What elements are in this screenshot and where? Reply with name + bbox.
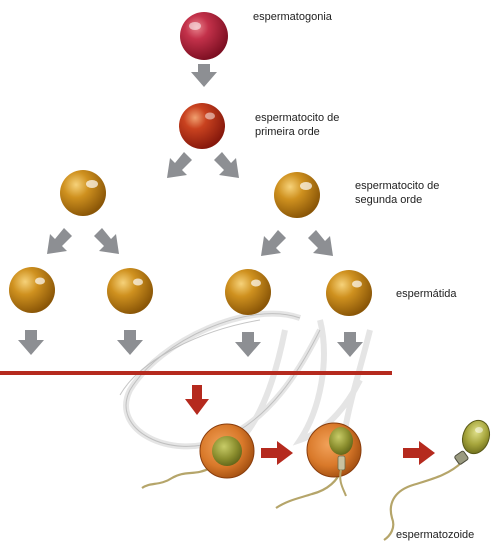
- arrow-down-icon: [191, 64, 217, 87]
- midpiece: [454, 450, 469, 465]
- secondary-spermatocyte-cell-right: [274, 172, 320, 218]
- spermatozoon-head: [461, 419, 491, 455]
- spermatid-cell-2: [107, 268, 153, 314]
- primary-spermatocyte-cell: [179, 103, 225, 149]
- label-line: primeira orde: [255, 126, 320, 138]
- watermark-outline: [119, 313, 321, 447]
- spermatid-cell-3: [225, 269, 271, 315]
- arrow-down-right-icon: [94, 228, 119, 254]
- nucleus: [329, 427, 353, 455]
- spermatid-cell-4: [326, 270, 372, 316]
- label-line: espermatocito de: [355, 180, 440, 192]
- sperm-tail: [141, 467, 211, 489]
- arrow-down-icon: [337, 332, 363, 357]
- red-arrow-right-icon: [403, 441, 435, 465]
- red-arrow-down-icon: [185, 385, 209, 415]
- cell-highlight: [352, 280, 362, 288]
- cell-highlight: [133, 278, 143, 286]
- nucleus: [212, 436, 242, 466]
- spermatogonium-cell: [180, 12, 228, 60]
- label-spermatozoon: espermatozoide: [396, 529, 475, 541]
- arrow-down-icon: [18, 330, 44, 355]
- arrow-down-right-icon: [308, 230, 333, 256]
- cell-highlight: [251, 279, 261, 287]
- cell-highlight: [300, 182, 312, 190]
- midpiece: [337, 455, 346, 471]
- red-arrow-right-icon: [261, 441, 293, 465]
- label-line: espermatocito de: [255, 112, 340, 124]
- label-secondary-spermatocyte: espermatocito de segunda orde: [355, 179, 439, 207]
- tail-in-cell: [339, 469, 347, 497]
- label-spermatogonium: espermatogonia: [253, 11, 332, 23]
- arrow-down-right-icon: [214, 152, 239, 178]
- cell-highlight: [189, 22, 201, 30]
- label-line: segunda orde: [355, 194, 423, 206]
- cell-highlight: [205, 112, 215, 120]
- label-spermatid: espermátida: [396, 288, 457, 300]
- cell-highlight: [475, 427, 483, 433]
- sperm-tail: [275, 469, 343, 509]
- secondary-spermatocyte-cell-left: [60, 170, 106, 216]
- cell-highlight: [86, 180, 98, 188]
- sperm-tail: [383, 461, 463, 541]
- spermatid-cell-1: [9, 267, 55, 313]
- cell-highlight: [35, 277, 45, 285]
- arrow-down-left-icon: [47, 228, 72, 254]
- label-primary-spermatocyte: espermatocito de primeira orde: [255, 111, 339, 139]
- arrow-down-left-icon: [261, 230, 286, 256]
- arrow-down-icon: [117, 330, 143, 355]
- arrow-down-icon: [235, 332, 261, 357]
- arrow-down-left-icon: [167, 152, 192, 178]
